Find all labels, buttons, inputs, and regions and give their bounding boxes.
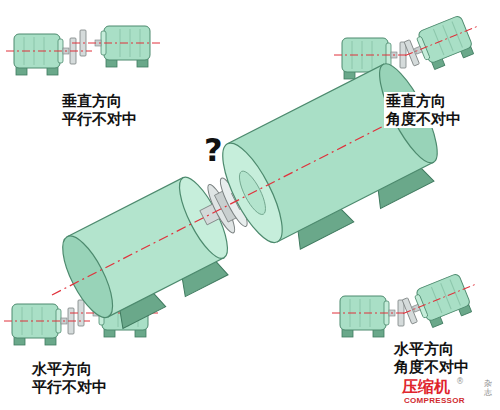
watermark-text: COMPRESSOR: [404, 397, 465, 405]
caption-label: 垂直方向 平行不对中: [60, 92, 144, 128]
vertical-parallel-figure: [6, 26, 162, 75]
watermark-text: 压缩机: [402, 378, 450, 396]
watermark-text: 杂志: [484, 380, 492, 398]
caption-label: 垂直方向 角度不对中: [384, 92, 468, 128]
vertical-angular-figure: [334, 11, 487, 79]
watermark-mark: ®: [456, 378, 464, 386]
question-mark: ?: [204, 134, 223, 166]
horizontal-angular-figure: [332, 269, 485, 337]
caption-label: 水平方向 平行不对中: [30, 360, 114, 396]
caption-label: 水平方向 角度不对中: [392, 340, 476, 376]
